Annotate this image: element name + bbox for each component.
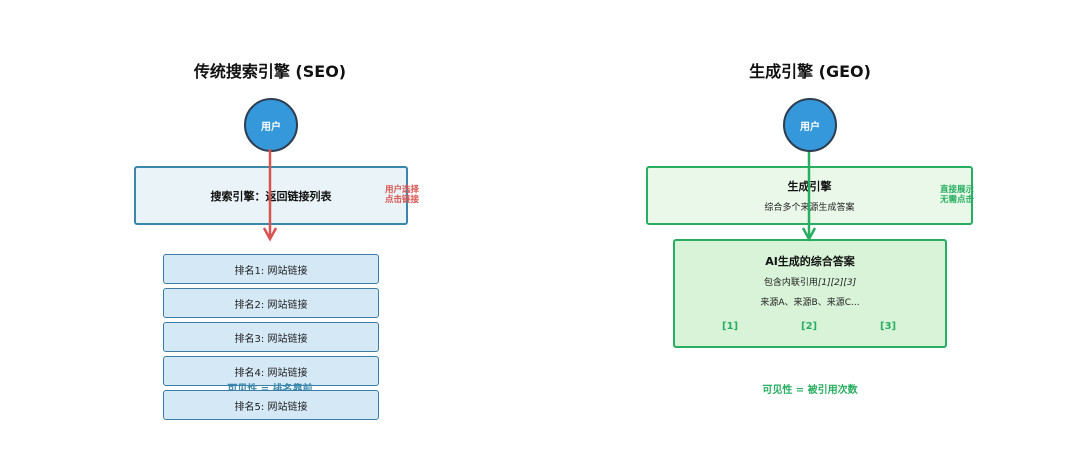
geo-engine-subtitle: 综合多个来源生成答案 <box>764 203 855 213</box>
rank-item-label: 排名3: 网站链接 <box>234 333 308 345</box>
geo-engine-box: 生成引擎 综合多个来源生成答案 <box>646 166 973 225</box>
answer-line-inline-citations: 包含内联引用[1][2][3] <box>764 275 856 288</box>
seo-note-line2: 点击链接 <box>384 195 419 205</box>
seo-engine-box: 搜索引擎：返回链接列表 <box>134 166 408 225</box>
seo-visibility-label: 可见性 = 排名靠前 <box>170 380 370 395</box>
rank-item-label: 排名4: 网站链接 <box>234 367 308 379</box>
rank-item-4: 排名4: 网站链接 <box>163 356 379 386</box>
answer-title: AI生成的综合答案 <box>765 255 855 268</box>
rank-item-5: 排名5: 网站链接 <box>163 390 379 420</box>
geo-visibility-label: 可见性 = 被引用次数 <box>762 385 858 396</box>
seo-title: 传统搜索引擎 (SEO) <box>193 62 347 81</box>
rank-item-label: 排名1: 网站链接 <box>234 265 308 277</box>
answer-line1-prefix: 包含内联引用 <box>763 278 818 288</box>
seo-side-note: 用户选择 点击链接 <box>374 185 430 205</box>
answer-line1-cites: [1][2][3] <box>817 278 857 288</box>
seo-note-line1: 用户选择 <box>384 185 419 195</box>
geo-note-line2: 无需点击 <box>939 195 974 205</box>
citation-2: [2] <box>801 321 818 332</box>
geo-engine-title: 生成引擎 <box>787 180 832 193</box>
answer-line-sources: 来源A、来源B、来源C... <box>760 298 860 308</box>
rank-item-2: 排名2: 网站链接 <box>163 288 379 318</box>
geo-note-line1: 直接展示 <box>939 185 974 195</box>
rank-item-1: 排名1: 网站链接 <box>163 254 379 284</box>
rank-item-label: 排名5: 网站链接 <box>234 401 308 413</box>
rank-item-label: 排名2: 网站链接 <box>234 299 308 311</box>
geo-side-note: 直接展示 无需点击 <box>928 185 986 205</box>
rank-item-3: 排名3: 网站链接 <box>163 322 379 352</box>
seo-engine-label: 搜索引擎：返回链接列表 <box>210 189 332 203</box>
seo-user-node: 用户 <box>244 98 298 152</box>
geo-user-node: 用户 <box>783 98 837 152</box>
geo-answer-box: AI生成的综合答案 包含内联引用[1][2][3] 来源A、来源B、来源C... <box>673 239 947 348</box>
geo-title: 生成引擎 (GEO) <box>749 62 871 81</box>
citation-1: [1] <box>722 321 739 332</box>
citation-3: [3] <box>880 321 897 332</box>
